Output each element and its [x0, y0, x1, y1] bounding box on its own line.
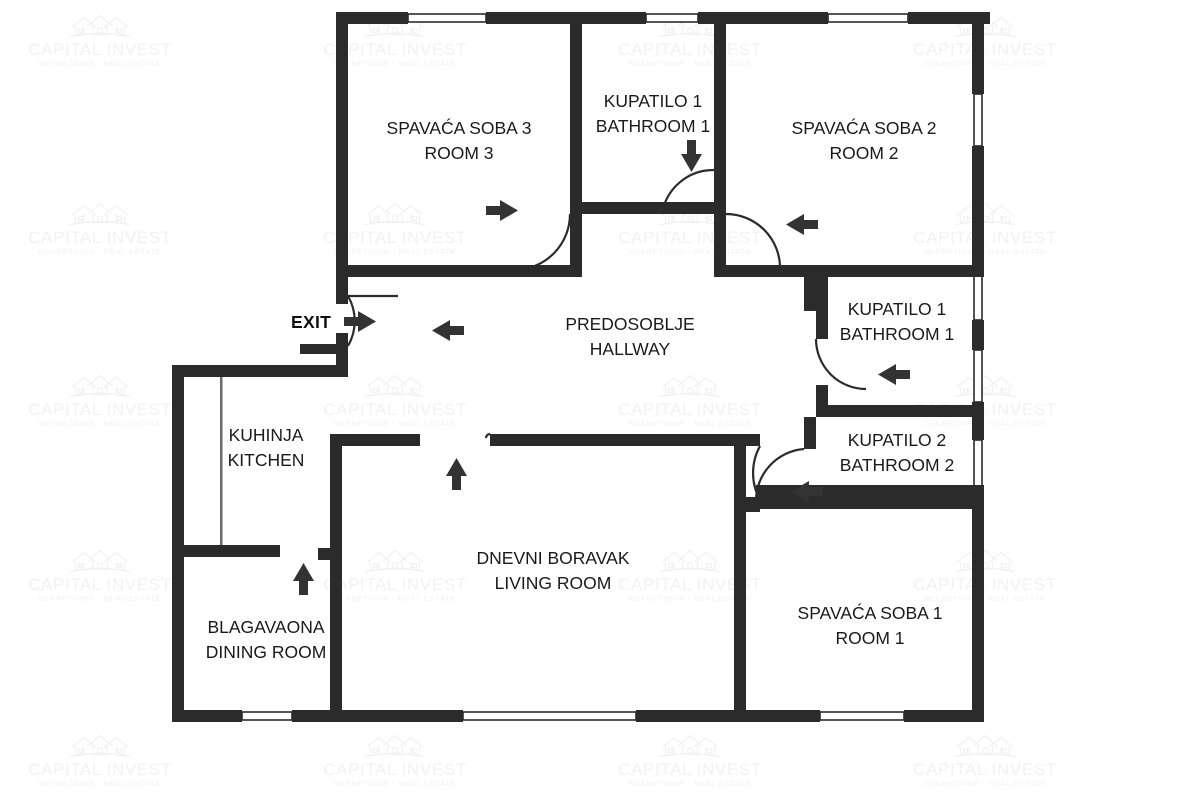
- room-label-room-2: SPAVAĆA SOBA 2 ROOM 2: [764, 116, 964, 166]
- wall-room3-west: [336, 12, 348, 302]
- room-label-room-1: SPAVAĆA SOBA 1 ROOM 1: [770, 601, 970, 651]
- walls: [172, 12, 990, 722]
- direction-arrows: [293, 140, 910, 595]
- wall-livingroom-east: [734, 434, 746, 722]
- wall-livingroom-top-right: [490, 434, 746, 446]
- room-label-en: DINING ROOM: [205, 642, 327, 662]
- room-label-bathroom-1-right: KUPATILO 1 BATHROOM 1: [817, 297, 977, 347]
- door-arc-room1: [751, 445, 761, 501]
- wall-room2-door-jamb: [714, 214, 726, 277]
- window-bottom-2: [462, 711, 637, 721]
- exit-label: EXIT: [291, 312, 332, 332]
- room-label-local: DNEVNI BORAVAK: [476, 548, 630, 568]
- wall-top-seg-2: [486, 12, 646, 24]
- wall-bath1-south: [630, 202, 726, 214]
- arrow-hallway: [432, 320, 464, 341]
- room-label-bathroom-1-top: KUPATILO 1 BATHROOM 1: [573, 89, 733, 139]
- window-top-1: [407, 13, 487, 23]
- wall-hallway-east: [804, 277, 816, 311]
- room-label-local: SPAVAĆA SOBA 1: [797, 603, 943, 623]
- wall-exit-sill: [300, 344, 348, 354]
- wall-livingroom-west: [330, 434, 342, 722]
- arrow-bathroom1-top: [681, 140, 702, 172]
- room-label-en: KITCHEN: [227, 450, 305, 470]
- window-top-2: [645, 13, 699, 23]
- wall-room3-door-jamb: [570, 202, 582, 277]
- wall-room1-north: [746, 497, 984, 509]
- room-label-en: BATHROOM 2: [839, 455, 955, 475]
- room-label-dining-room: BLAGAVAONA DINING ROOM: [176, 615, 356, 665]
- room-label-en: ROOM 1: [835, 628, 905, 648]
- wall-right-seg-5: [972, 492, 984, 722]
- window-bottom-1: [241, 711, 293, 721]
- wall-kitchen-east-stub: [318, 548, 342, 560]
- wall-livingroom-east-jamb-1: [734, 434, 760, 446]
- wall-kitchen-top: [172, 365, 338, 377]
- wall-bottom-seg-1: [172, 710, 242, 722]
- wall-room3-east: [570, 12, 582, 214]
- wall-bottom-seg-6: [904, 710, 984, 722]
- room-label-local: PREDOSOBLJE: [565, 314, 695, 334]
- arrow-livingroom: [446, 458, 467, 490]
- wall-left-exterior: [172, 365, 184, 722]
- room-label-local: SPAVAĆA SOBA 3: [386, 118, 532, 138]
- arrow-exit: [344, 311, 376, 332]
- wall-bath2-south: [756, 485, 984, 497]
- arrow-bathroom1-right: [878, 364, 910, 385]
- wall-right-seg-2: [972, 146, 984, 272]
- room-label-local: KUPATILO 2: [847, 430, 947, 450]
- wall-bath1r-west: [816, 277, 828, 339]
- door-arc-room3: [513, 213, 572, 272]
- wall-livingroom-top-left: [330, 434, 420, 446]
- door-arc-room2: [725, 212, 782, 269]
- wall-bottom-seg-3: [330, 710, 463, 722]
- room-label-room-3: SPAVAĆA SOBA 3 ROOM 3: [359, 116, 559, 166]
- room-label-hallway: PREDOSOBLJE HALLWAY: [530, 312, 730, 362]
- wall-room3-south: [336, 265, 582, 277]
- door-arc-livingroom-top: [484, 432, 491, 439]
- wall-bath1r-south: [816, 405, 984, 417]
- wall-bath1-east: [714, 12, 726, 214]
- arrow-bathroom2: [791, 481, 823, 502]
- room-label-en: ROOM 2: [829, 143, 899, 163]
- wall-bottom-seg-5: [736, 710, 820, 722]
- window-right-1: [973, 93, 983, 147]
- room-label-kitchen: KUHINJA KITCHEN: [186, 423, 346, 473]
- wall-room3-east-upper: [570, 202, 630, 214]
- wall-bottom-seg-2: [292, 710, 330, 722]
- window-bottom-3: [819, 711, 905, 721]
- room-label-en: HALLWAY: [589, 339, 671, 359]
- window-right-3: [973, 349, 983, 403]
- room-label-local: BLAGAVAONA: [207, 617, 325, 637]
- kitchen-counter-line: [220, 377, 223, 545]
- room-label-local: KUPATILO 1: [847, 299, 947, 319]
- room-label-bathroom-2: KUPATILO 2 BATHROOM 2: [817, 428, 977, 478]
- wall-kitchen-dining-divider: [172, 545, 280, 557]
- room-label-en: LIVING ROOM: [494, 573, 612, 593]
- window-top-3: [827, 13, 909, 23]
- room-label-local: KUHINJA: [228, 425, 304, 445]
- arrow-room3: [486, 200, 518, 221]
- wall-right-seg-1: [972, 12, 984, 94]
- room-label-en: BATHROOM 1: [595, 116, 711, 136]
- wall-right-seg-3: [972, 320, 984, 350]
- arrow-diningroom: [293, 563, 314, 595]
- room-label-local: SPAVAĆA SOBA 2: [791, 118, 937, 138]
- room-label-living-room: DNEVNI BORAVAK LIVING ROOM: [453, 546, 653, 596]
- door-arc-bath1-right: [814, 338, 867, 391]
- wall-bottom-seg-4: [636, 710, 736, 722]
- room-label-local: KUPATILO 1: [603, 91, 703, 111]
- wall-exit-jamb-top: [336, 290, 348, 304]
- wall-room2-south: [714, 265, 984, 277]
- arrow-room2: [786, 214, 818, 235]
- wall-top-seg-3: [698, 12, 828, 24]
- room-label-en: BATHROOM 1: [839, 324, 955, 344]
- room-label-en: ROOM 3: [424, 143, 494, 163]
- wall-bath2-west: [804, 417, 816, 449]
